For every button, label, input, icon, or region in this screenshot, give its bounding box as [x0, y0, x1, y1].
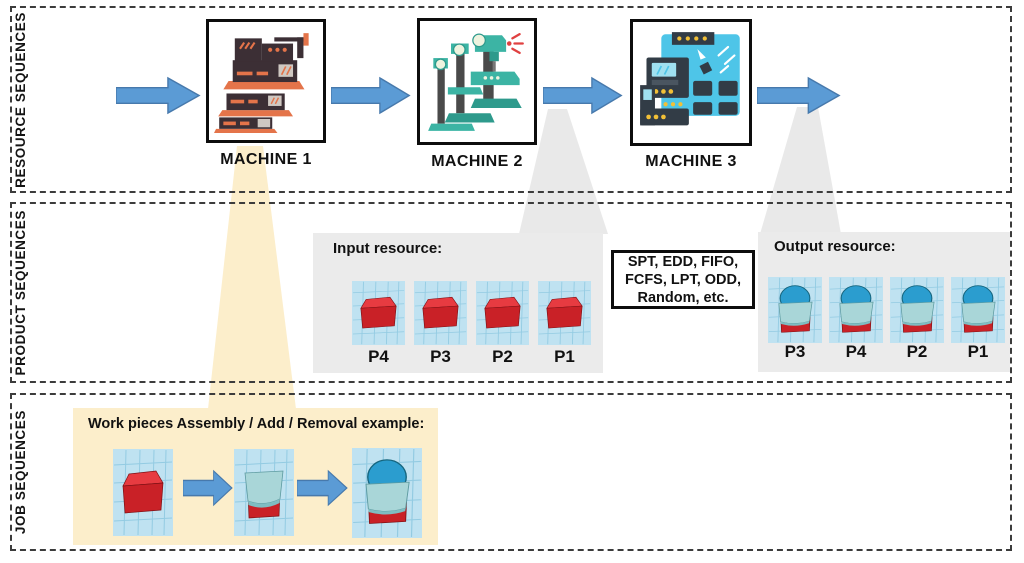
output-item-label: P3 [784, 342, 806, 361]
job-example-title: Work pieces Assembly / Add / Removal exa… [88, 416, 425, 432]
output-item-label: P2 [906, 342, 928, 361]
output-item-label: P1 [967, 342, 989, 361]
flow-arrow-icon [757, 76, 841, 115]
lane-label-wrap: PRODUCT SEQUENCES [4, 202, 36, 383]
cube-cup-sphere-icon [829, 277, 883, 343]
resource-sequences-label: RESOURCE SEQUENCES [12, 11, 28, 188]
machine-2-box [417, 18, 537, 145]
red-cube-icon [113, 449, 173, 536]
product-sequences-label: PRODUCT SEQUENCES [12, 209, 28, 376]
red-cube-icon [476, 281, 529, 345]
flow-arrow-icon [543, 76, 623, 115]
rules-line: SPT, EDD, FIFO, [627, 253, 739, 270]
rules-line: Random, etc. [637, 289, 729, 306]
input-item-label: P1 [554, 347, 575, 366]
cube-cup-sphere-icon [768, 277, 822, 343]
input-item-label: P3 [430, 347, 451, 366]
machine-2-icon [425, 30, 529, 134]
callout-beam-output [760, 107, 841, 234]
job-sequences-label: JOB SEQUENCES [12, 409, 28, 535]
cube-cup-sphere-icon [951, 277, 1005, 343]
highlight-beam-machine1 [208, 146, 296, 409]
output-resource-title: Output resource: [774, 238, 896, 255]
flow-arrow-icon [331, 76, 411, 115]
flow-arrow-icon [297, 469, 348, 507]
input-item-label: P2 [492, 347, 513, 366]
machine-1-icon [214, 29, 318, 133]
input-resource-title: Input resource: [333, 240, 443, 257]
machine-3-label: MACHINE 3 [645, 153, 737, 170]
cube-cup-sphere-icon [890, 277, 944, 343]
machine-1-label: MACHINE 1 [220, 151, 312, 168]
rules-line: FCFS, LPT, ODD, [625, 271, 741, 288]
flow-arrow-icon [183, 469, 233, 507]
cube-cup-sphere-icon [352, 448, 422, 538]
red-cube-icon [538, 281, 591, 345]
input-item-label: P4 [368, 347, 389, 366]
scheduling-rules-box: SPT, EDD, FIFO, FCFS, LPT, ODD, Random, … [611, 250, 755, 309]
red-cube-icon [414, 281, 467, 345]
flow-arrow-icon [116, 76, 201, 115]
machine-3-box [630, 19, 752, 146]
lane-label-wrap: JOB SEQUENCES [4, 393, 36, 551]
machine-2-label: MACHINE 2 [431, 153, 523, 170]
cube-with-cup-icon [234, 449, 294, 536]
output-item-label: P4 [845, 342, 867, 361]
machine-1-box [206, 19, 326, 143]
red-cube-icon [352, 281, 405, 345]
lane-label-wrap: RESOURCE SEQUENCES [4, 6, 36, 193]
machine-3-icon [638, 30, 744, 136]
